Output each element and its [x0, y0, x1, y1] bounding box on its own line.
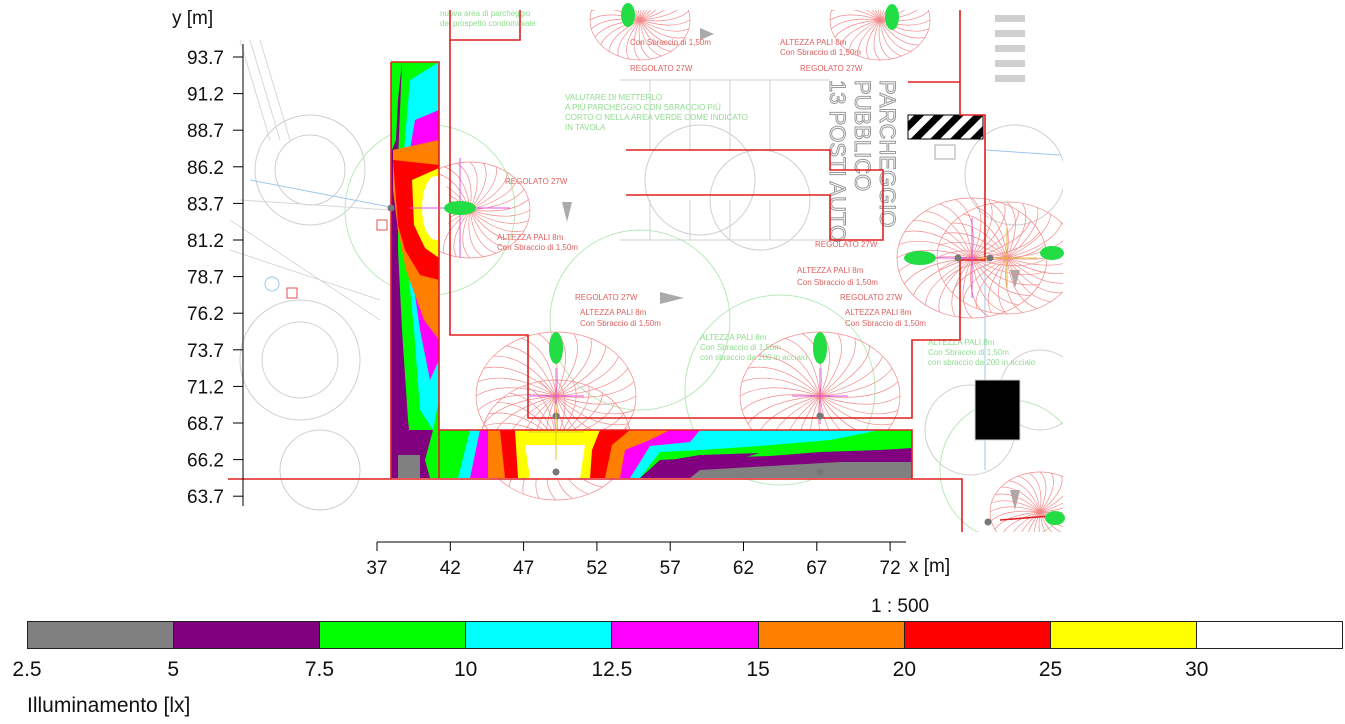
svg-text:ALTEZZA PALI 8m: ALTEZZA PALI 8m: [797, 266, 864, 275]
pole: [986, 254, 994, 262]
svg-text:Con Sbraccio di 1,50m: Con Sbraccio di 1,50m: [497, 243, 578, 252]
svg-text:ALTEZZA PALI 8m: ALTEZZA PALI 8m: [580, 308, 647, 317]
x-tick-label: 72: [880, 558, 901, 579]
x-tick-label: 57: [660, 558, 681, 579]
svg-text:PUBBLICO: PUBBLICO: [850, 80, 875, 191]
svg-text:REGOLATO 27W: REGOLATO 27W: [815, 240, 878, 249]
y-axis-unit: y [m]: [172, 8, 214, 29]
y-tick-label: 66.2: [187, 451, 224, 472]
y-tick-label: 93.7: [187, 48, 224, 69]
svg-text:ALTEZZA PALI 8m: ALTEZZA PALI 8m: [497, 233, 564, 242]
svg-text:REGOLATO 27W: REGOLATO 27W: [630, 64, 693, 73]
svg-text:Con Sbraccio di 1,50m: Con Sbraccio di 1,50m: [580, 319, 661, 328]
svg-text:con sbraccio da 200 in acciaio: con sbraccio da 200 in acciaio: [700, 353, 808, 362]
luminaire: [813, 332, 827, 364]
svg-text:REGOLATO 27W: REGOLATO 27W: [800, 64, 863, 73]
y-tick-label: 68.7: [187, 414, 224, 435]
svg-text:REGOLATO 27W: REGOLATO 27W: [575, 293, 638, 302]
legend-swatch: [173, 621, 320, 649]
y-tick-label: 76.2: [187, 304, 224, 325]
x-tick-label: 42: [440, 558, 461, 579]
legend-tick-label: 20: [892, 658, 917, 681]
legend-swatch: [757, 621, 904, 649]
svg-text:PARCHEGGIO: PARCHEGGIO: [875, 80, 900, 228]
pole: [984, 518, 992, 526]
luminaires: [387, 3, 1065, 526]
y-tick-label: 88.7: [187, 121, 224, 142]
svg-text:ALTEZZA PALI 8m: ALTEZZA PALI 8m: [780, 38, 847, 47]
legend-tick-label: 15: [746, 658, 770, 681]
legend-tick-label: 2.5: [12, 658, 42, 681]
y-tick-label: 91.2: [187, 85, 224, 106]
luminaire: [885, 4, 899, 30]
svg-text:nuova area di parcheggio: nuova area di parcheggio: [440, 9, 531, 18]
pole: [552, 468, 560, 476]
x-tick-label: 52: [586, 558, 607, 579]
svg-text:13 POSTI AUTO: 13 POSTI AUTO: [825, 80, 850, 242]
legend-swatch: [1195, 621, 1343, 649]
site-boundaries: [228, 10, 1063, 532]
legend-tick-label: 7.5: [304, 658, 335, 681]
legend-tick-label: 10: [453, 658, 478, 681]
y-tick-label: 63.7: [187, 487, 224, 508]
svg-text:con sbraccio da 200 in acciaio: con sbraccio da 200 in acciaio: [928, 358, 1036, 367]
svg-text:REGOLATO 27W: REGOLATO 27W: [840, 293, 903, 302]
svg-text:Con Sbraccio di 1,50m: Con Sbraccio di 1,50m: [630, 38, 711, 47]
svg-text:ALTEZZA PALI 8m: ALTEZZA PALI 8m: [928, 338, 995, 347]
svg-text:del prospetto condominiale: del prospetto condominiale: [440, 19, 536, 28]
illuminance-contours: [391, 62, 912, 478]
legend-swatch: [611, 621, 758, 649]
illuminance-legend: [27, 621, 1343, 651]
scale-ratio: 1 : 500: [871, 596, 930, 617]
svg-text:A PIÙ PARCHEGGIO CON SBRACCIO: A PIÙ PARCHEGGIO CON SBRACCIO PIÙ: [565, 103, 721, 112]
y-axis: 93.7 91.2 88.7 86.2 83.7 81.2 78.7 76.2 73.7 71.2…: [187, 44, 244, 508]
legend-tick-label: 25: [1038, 658, 1063, 681]
y-tick-label: 71.2: [187, 377, 224, 398]
luminaire: [549, 332, 563, 364]
legend-tick-label: 12.5: [591, 658, 633, 681]
luminaire: [621, 3, 635, 27]
luminaire: [1040, 246, 1064, 260]
legend-title: Illuminamento [lx]: [27, 694, 191, 717]
pole: [816, 468, 824, 476]
y-tick-label: 81.2: [187, 231, 224, 252]
svg-text:Con Sbraccio di 1,50m: Con Sbraccio di 1,50m: [928, 348, 1009, 357]
y-tick-label: 78.7: [187, 268, 224, 289]
y-tick-label: 73.7: [187, 341, 224, 362]
luminaire: [444, 201, 476, 215]
legend-swatch: [1049, 621, 1196, 649]
legend-swatch: [903, 621, 1050, 649]
svg-text:Con Sbraccio di 1,50m: Con Sbraccio di 1,50m: [700, 343, 781, 352]
x-axis: 37 42 47 52 57 62 67 72: [366, 541, 906, 579]
x-tick-label: 37: [366, 558, 387, 579]
svg-text:Con Sbraccio di 1,50m: Con Sbraccio di 1,50m: [780, 48, 861, 57]
x-tick-label: 47: [513, 558, 534, 579]
svg-text:REGOLATO 27W: REGOLATO 27W: [505, 177, 568, 186]
svg-text:ALTEZZA PALI 8m: ALTEZZA PALI 8m: [700, 333, 767, 342]
legend-swatch: [319, 621, 466, 649]
illuminance-plan: nuova area di parcheggio del prospetto c…: [187, 3, 1065, 579]
pole: [816, 412, 824, 420]
y-tick-label: 86.2: [187, 158, 224, 179]
svg-text:Con Sbraccio di 1,50m: Con Sbraccio di 1,50m: [797, 278, 878, 287]
pole: [954, 254, 962, 262]
x-tick-label: 62: [733, 558, 754, 579]
y-tick-label: 83.7: [187, 194, 224, 215]
svg-text:ALTEZZA PALI 8m: ALTEZZA PALI 8m: [845, 308, 912, 317]
legend-swatch: [465, 621, 612, 649]
x-tick-label: 67: [806, 558, 827, 579]
pole: [387, 204, 395, 212]
svg-text:IN TAVOLA: IN TAVOLA: [565, 123, 606, 132]
legend-swatch: [27, 621, 174, 649]
legend-tick-label: 30: [1185, 658, 1209, 681]
x-axis-unit: x [m]: [909, 556, 951, 577]
svg-text:CORTO O NELLA AREA VERDE COME: CORTO O NELLA AREA VERDE COME INDICATO: [565, 113, 748, 122]
svg-text:Con Sbraccio di 1,50m: Con Sbraccio di 1,50m: [845, 319, 926, 328]
legend-tick-label: 5: [167, 658, 180, 681]
luminaire: [904, 251, 936, 265]
svg-text:VALUTARE DI METTERLO: VALUTARE DI METTERLO: [565, 93, 662, 102]
luminaire: [1045, 511, 1065, 525]
